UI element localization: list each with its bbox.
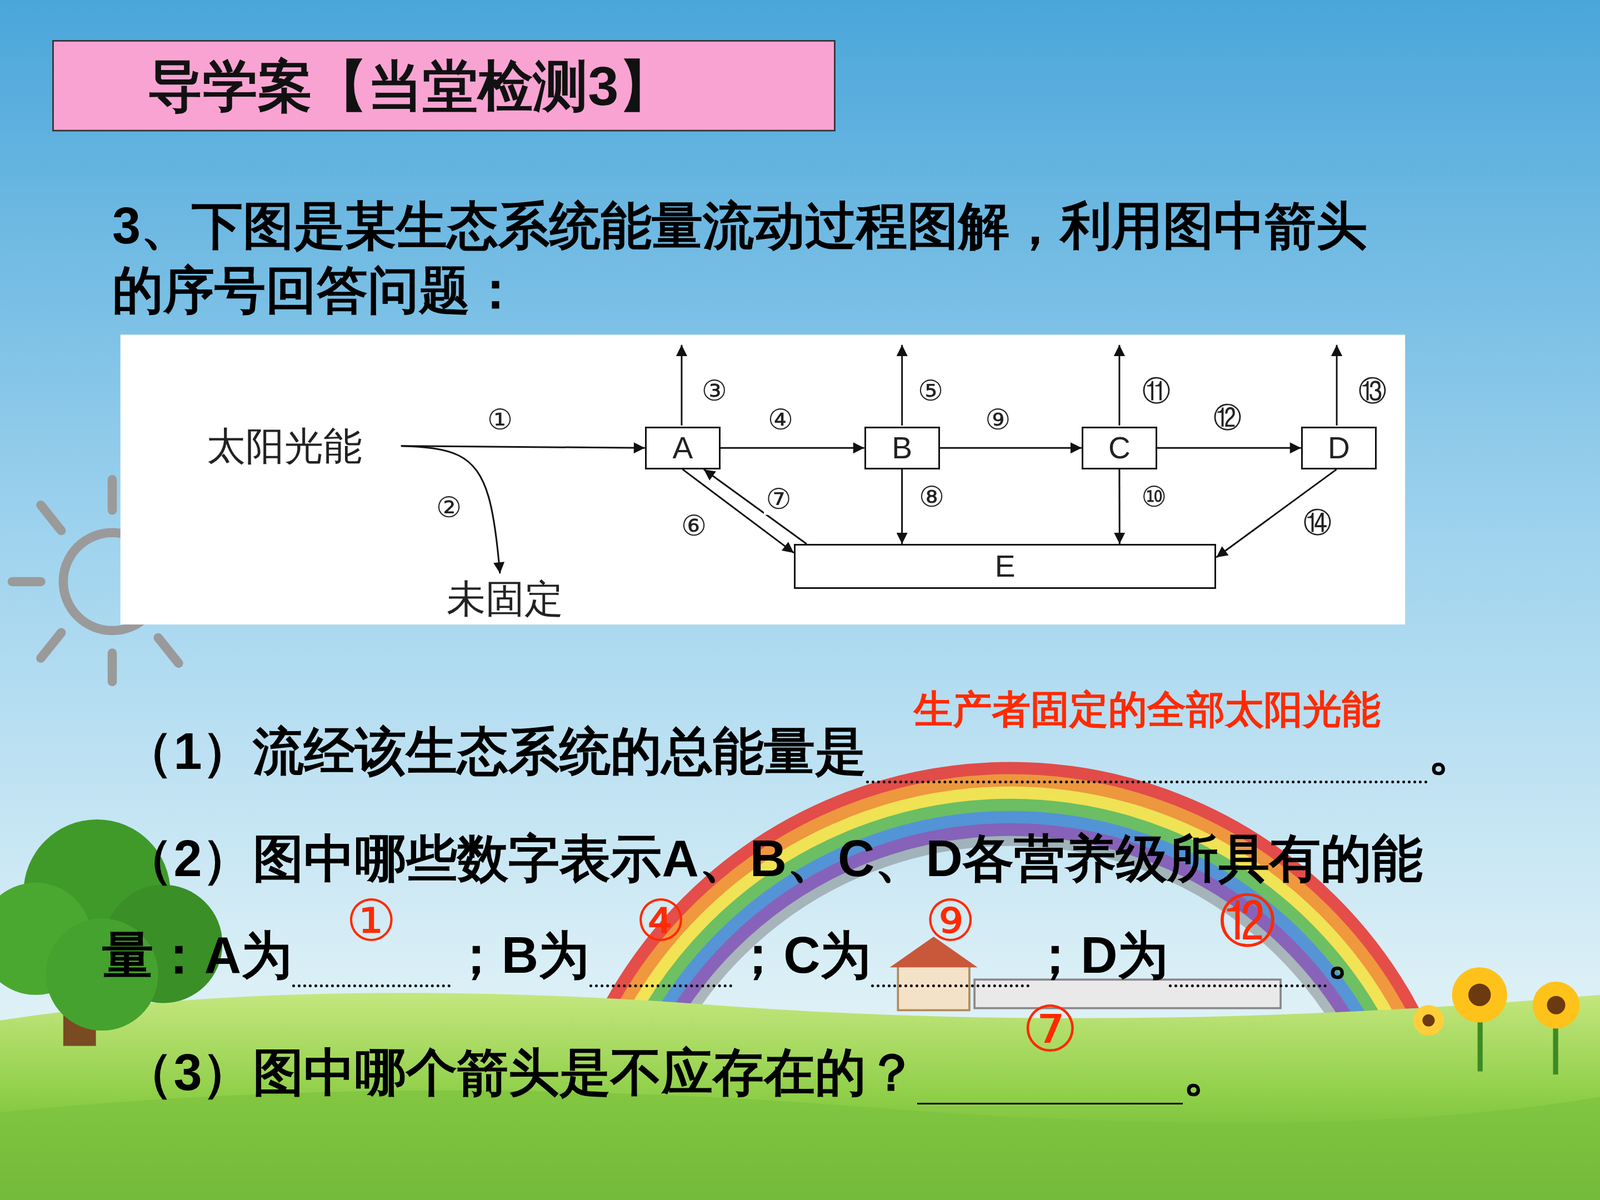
trophic-box: D (1301, 426, 1377, 470)
question-line: 量：A为①；B为④；C为⑨；D为⑫。 (102, 923, 1379, 988)
callout-number: ⑥ (679, 510, 709, 542)
answer-text: ① (345, 886, 397, 955)
question-text: 3、下图是某生态系统能量流动过程图解，利用图中箭头的序号回答问题： (112, 197, 1368, 319)
question-text: ；D为 (1029, 923, 1169, 988)
answer-blank: 生产者固定的全部太阳光能 (866, 719, 1428, 784)
question-text: 。 (1182, 1040, 1234, 1105)
trophic-box: B (864, 426, 940, 470)
question-text: 。 (1326, 923, 1378, 988)
trophic-box: A (645, 426, 721, 470)
decomposer-box: E (793, 543, 1217, 589)
question-text: （1）流经该生态系统的总能量是 (122, 719, 867, 784)
answer-blank: ⑨ (871, 923, 1030, 988)
grass (0, 1090, 1600, 1200)
answer-text: 生产者固定的全部太阳光能 (913, 686, 1381, 734)
question-line: （1）流经该生态系统的总能量是生产者固定的全部太阳光能。 (122, 719, 1479, 784)
question-text: （3）图中哪个箭头是不应存在的？ (122, 1040, 918, 1105)
callout-number: ① (485, 403, 515, 436)
callout-number: ⑧ (917, 481, 947, 513)
answer-blank: ① (292, 923, 451, 988)
node-label: C (1108, 430, 1131, 466)
diagram-panel (120, 334, 1405, 625)
trophic-box: C (1081, 426, 1158, 470)
answer-blank: ⑫ (1168, 923, 1328, 988)
question-text: 量：A为 (102, 923, 293, 988)
answer-text: ⑨ (925, 886, 977, 955)
energy-arrow (720, 447, 865, 449)
callout-number: ⑨ (983, 403, 1013, 436)
unfixed-energy: 未固定 (420, 573, 590, 624)
energy-arrow (401, 446, 500, 574)
callout-number: ⑫ (1211, 401, 1244, 434)
answer-text: ⑫ (1218, 886, 1277, 955)
energy-arrow (940, 447, 1082, 449)
energy-arrow (401, 446, 645, 449)
grass (0, 992, 1600, 1200)
energy-arrow (901, 469, 903, 544)
node-label: B (891, 430, 913, 466)
title-box (53, 40, 835, 131)
callout-number: ⑤ (916, 375, 945, 407)
question-line: （3）图中哪个箭头是不应存在的？⑦。 (122, 1040, 1234, 1105)
callout-number: ⑪ (1140, 375, 1173, 407)
question-text: 。 (1427, 719, 1479, 784)
question-text: （2）图中哪些数字表示A、B、C、D各营养级所具有的能 (122, 826, 1423, 891)
node-label: 太阳光能 (206, 423, 363, 469)
callout-number: ⑩ (1139, 481, 1169, 513)
question-line: （2）图中哪些数字表示A、B、C、D各营养级所具有的能 (122, 826, 1423, 891)
question-line: 3、下图是某生态系统能量流动过程图解，利用图中箭头的序号回答问题： (112, 193, 1403, 323)
node-label: E (995, 548, 1016, 584)
question-text: ；C为 (732, 923, 872, 988)
energy-arrow (1118, 469, 1120, 544)
energy-arrow (703, 469, 807, 544)
callout-number: ⑦ (763, 483, 793, 515)
callout-number: ② (434, 491, 464, 524)
question-text: ；B为 (450, 923, 590, 988)
callout-number: ③ (700, 375, 729, 407)
energy-arrow (1157, 447, 1302, 449)
callout-number: ⑬ (1356, 375, 1389, 407)
node-label: D (1327, 430, 1350, 466)
title-text: 导学案【当堂检测3】 (147, 47, 674, 125)
answer-text: ⑦ (1021, 991, 1079, 1068)
sunflowers (1413, 967, 1580, 1075)
node-label: A (672, 430, 693, 466)
answer-blank: ④ (589, 923, 733, 988)
energy-arrow (1216, 469, 1337, 558)
answer-text: ④ (635, 886, 687, 955)
answer-blank: ⑦ (917, 1040, 1183, 1105)
callout-number: ④ (766, 403, 795, 436)
energy-source: 太阳光能 (168, 420, 402, 472)
node-label: 未固定 (446, 576, 564, 622)
callout-number: ⑭ (1301, 506, 1334, 539)
